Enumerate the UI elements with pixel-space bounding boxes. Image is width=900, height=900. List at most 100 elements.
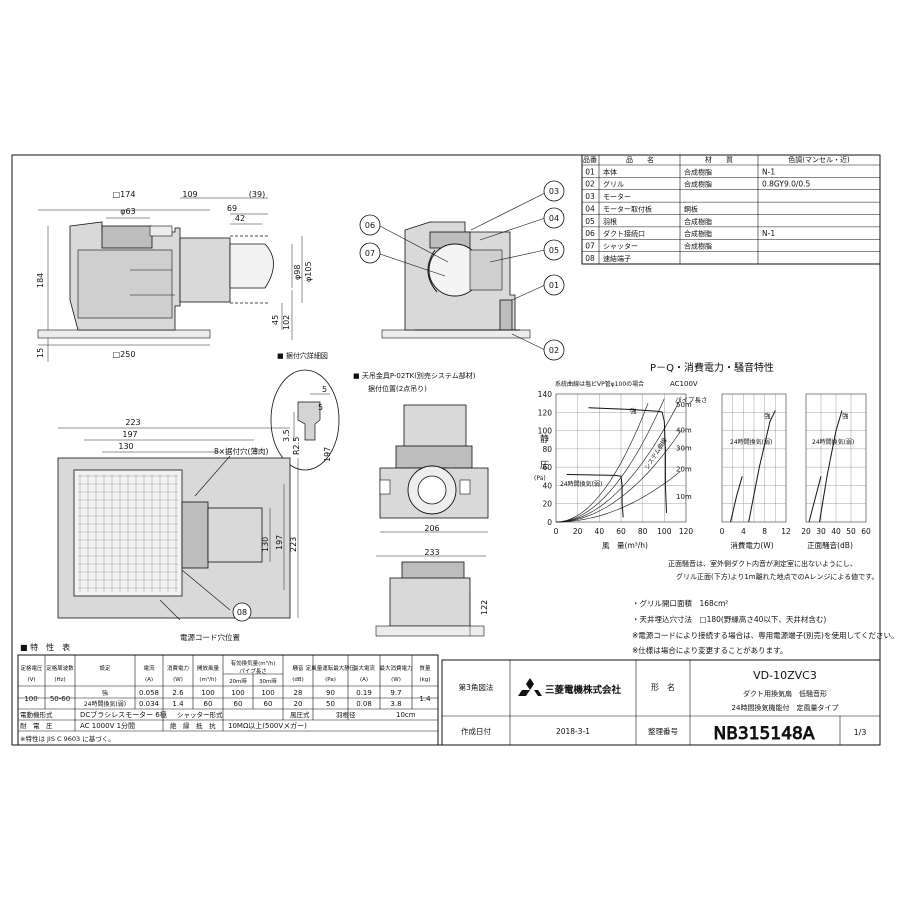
spec-cell: 100 <box>201 689 214 697</box>
pq-title: P－Q・消費電力・騒音特性 <box>650 361 774 374</box>
parts-row-no: 08 <box>585 254 595 263</box>
drawing-number: NB315148A <box>714 724 815 744</box>
parts-header-color: 色調(マンセル・近) <box>788 155 850 164</box>
front-view: □174 109 (39) φ63 69 42 φ98 φ105 184 45 … <box>36 190 313 362</box>
callout-01: 01 <box>549 281 559 290</box>
insulation-value: 10MΩ以上(500Vメガー) <box>228 721 307 730</box>
detail-view: ■ 据付穴詳細図 5 3.5 R2.5 197 5 <box>270 351 340 471</box>
pq-xtick: 40 <box>595 527 605 536</box>
model-name: VD-10ZVC3 <box>753 669 817 682</box>
withstand-value: AC 1000V 1分間 <box>80 721 135 730</box>
detail-dim-r25: R2.5 <box>292 437 301 455</box>
spec-header: 有効換気量(m³/h) <box>231 659 276 667</box>
section-view <box>379 192 546 351</box>
detail-dim-35: 3.5 <box>282 429 291 442</box>
noise-xtick: 60 <box>861 527 871 536</box>
spec-header: 設定 <box>99 664 111 672</box>
parts-row-name: シャッター <box>603 242 638 251</box>
pq-ytick: 100 <box>538 427 553 436</box>
spec-unit: (V) <box>27 677 35 683</box>
pq-note-top: 系統曲線は塩ビVP管φ100の場合 <box>555 380 644 388</box>
callout-circle <box>543 207 565 229</box>
pq-ytick: 140 <box>538 390 553 399</box>
spec-unit: パイプ長さ <box>239 668 267 675</box>
parts-row-material: 鋼板 <box>684 204 698 213</box>
parts-header-name: 品 名 <box>626 155 654 164</box>
spec-unit: (A) <box>360 677 368 683</box>
dim-102: 102 <box>282 315 291 330</box>
noise-label: 正面騒音(dB) <box>807 540 853 550</box>
pq-ytick: 80 <box>542 445 552 454</box>
parts-row-material: 合成樹脂 <box>684 167 712 176</box>
date-value: 2018-3-1 <box>556 727 590 736</box>
callout-08-circle <box>232 602 252 622</box>
parts-row-name: ダクト接続口 <box>603 229 645 238</box>
shutter-value: 風圧式 <box>290 710 310 719</box>
parts-row-name: モーター取付板 <box>603 204 652 213</box>
spec-cell: 60 <box>204 700 213 708</box>
spec-unit: (Hz) <box>54 677 65 683</box>
title-block: 第3角図法 三菱電機株式会社 形 名 VD-10ZVC3 ダクト用換気扇 低騒音… <box>441 659 881 746</box>
callout-02: 02 <box>549 346 559 355</box>
bottom-dim-223v: 223 <box>289 537 298 552</box>
mitsubishi-logo-icon <box>518 678 542 696</box>
bottom-dim-223: 223 <box>125 418 140 427</box>
parts-row-material: 合成樹脂 <box>684 180 712 189</box>
insulation-label: 絶 縁 抵 抗 <box>170 721 216 730</box>
power-label: 消費電力(W) <box>730 540 773 550</box>
spec-cell: 0.08 <box>356 700 372 708</box>
hanger-title: ■ 天吊金具P-02TK(別売システム部材) <box>353 371 476 380</box>
spec-cell: 24時間換気(弱) <box>84 700 126 708</box>
pq-system-curve <box>555 431 681 523</box>
callout-04: 04 <box>549 214 559 223</box>
pipe-length-tick: 40m <box>676 426 692 434</box>
bottom-dim-130v: 130 <box>261 537 270 552</box>
number-label: 整理番号 <box>648 726 678 736</box>
dim-39: (39) <box>249 190 265 199</box>
spec-header: 電流 <box>143 664 155 672</box>
motor-value: DCブラシレスモーター 6極 <box>80 710 167 719</box>
spec-header: 定格周波数 <box>46 664 74 672</box>
parts-header-material: 材 質 <box>705 155 733 164</box>
dim-250: □250 <box>113 350 136 359</box>
pq-xtick: 60 <box>616 527 626 536</box>
spec-cell: 2.6 <box>172 689 184 697</box>
callout-03: 03 <box>549 187 559 196</box>
pq-xlabel: 風 量(m³/h) <box>602 541 648 550</box>
spec-cell: 0.058 <box>139 689 159 697</box>
callout-05: 05 <box>549 246 559 255</box>
shutter-label: シャッター形式 <box>177 710 223 719</box>
pq-weak-curve <box>566 473 624 518</box>
spec-header: 最大電流 <box>353 664 376 672</box>
pq-ytick: 20 <box>542 500 552 509</box>
parts-row-name: 速結端子 <box>603 254 631 263</box>
parts-row-color: N-1 <box>762 167 775 176</box>
spec-header: 定風量運転最大静圧 <box>306 664 356 672</box>
spec-cell: 0.19 <box>356 689 372 697</box>
spec-header: 開放風量 <box>197 664 220 672</box>
motor-label: 電動機形式 <box>20 710 53 719</box>
parts-row-name: グリル <box>603 180 624 189</box>
parts-row-color: 0.8GY9.0/0.5 <box>762 180 811 189</box>
parts-row-material: 合成樹脂 <box>684 217 712 226</box>
spec-unit: (Pa) <box>325 677 336 683</box>
blade-label: 羽根径 <box>336 710 356 719</box>
parts-row-color: N-1 <box>762 229 775 238</box>
dim-98: φ98 <box>293 265 302 280</box>
power-strong-label: 強 <box>764 412 771 420</box>
detail-dim-197: 197 <box>323 447 332 462</box>
pq-curve-24h-label: 24時間換気(弱) <box>560 480 602 488</box>
spec-note-1: ・天井埋込穴寸法 □180(野縁高さ40以下、天井材含む) <box>632 614 826 624</box>
noise-weak-curve <box>808 476 822 523</box>
pq-system-curve <box>555 398 665 523</box>
spec-footnote: ※特性は JIS C 9603 に基づく。 <box>20 734 115 743</box>
hanger-dim-233: 233 <box>424 548 439 557</box>
spec-cell: 100 <box>231 689 244 697</box>
form-label: 形 名 <box>651 682 675 692</box>
hanger-dim-122: 122 <box>480 600 489 615</box>
spec-table-title: ■ 特 性 表 <box>20 642 70 652</box>
callout-circle <box>543 239 565 261</box>
spec-header: 定格電圧 <box>20 664 43 672</box>
dim-69: 69 <box>227 204 237 213</box>
